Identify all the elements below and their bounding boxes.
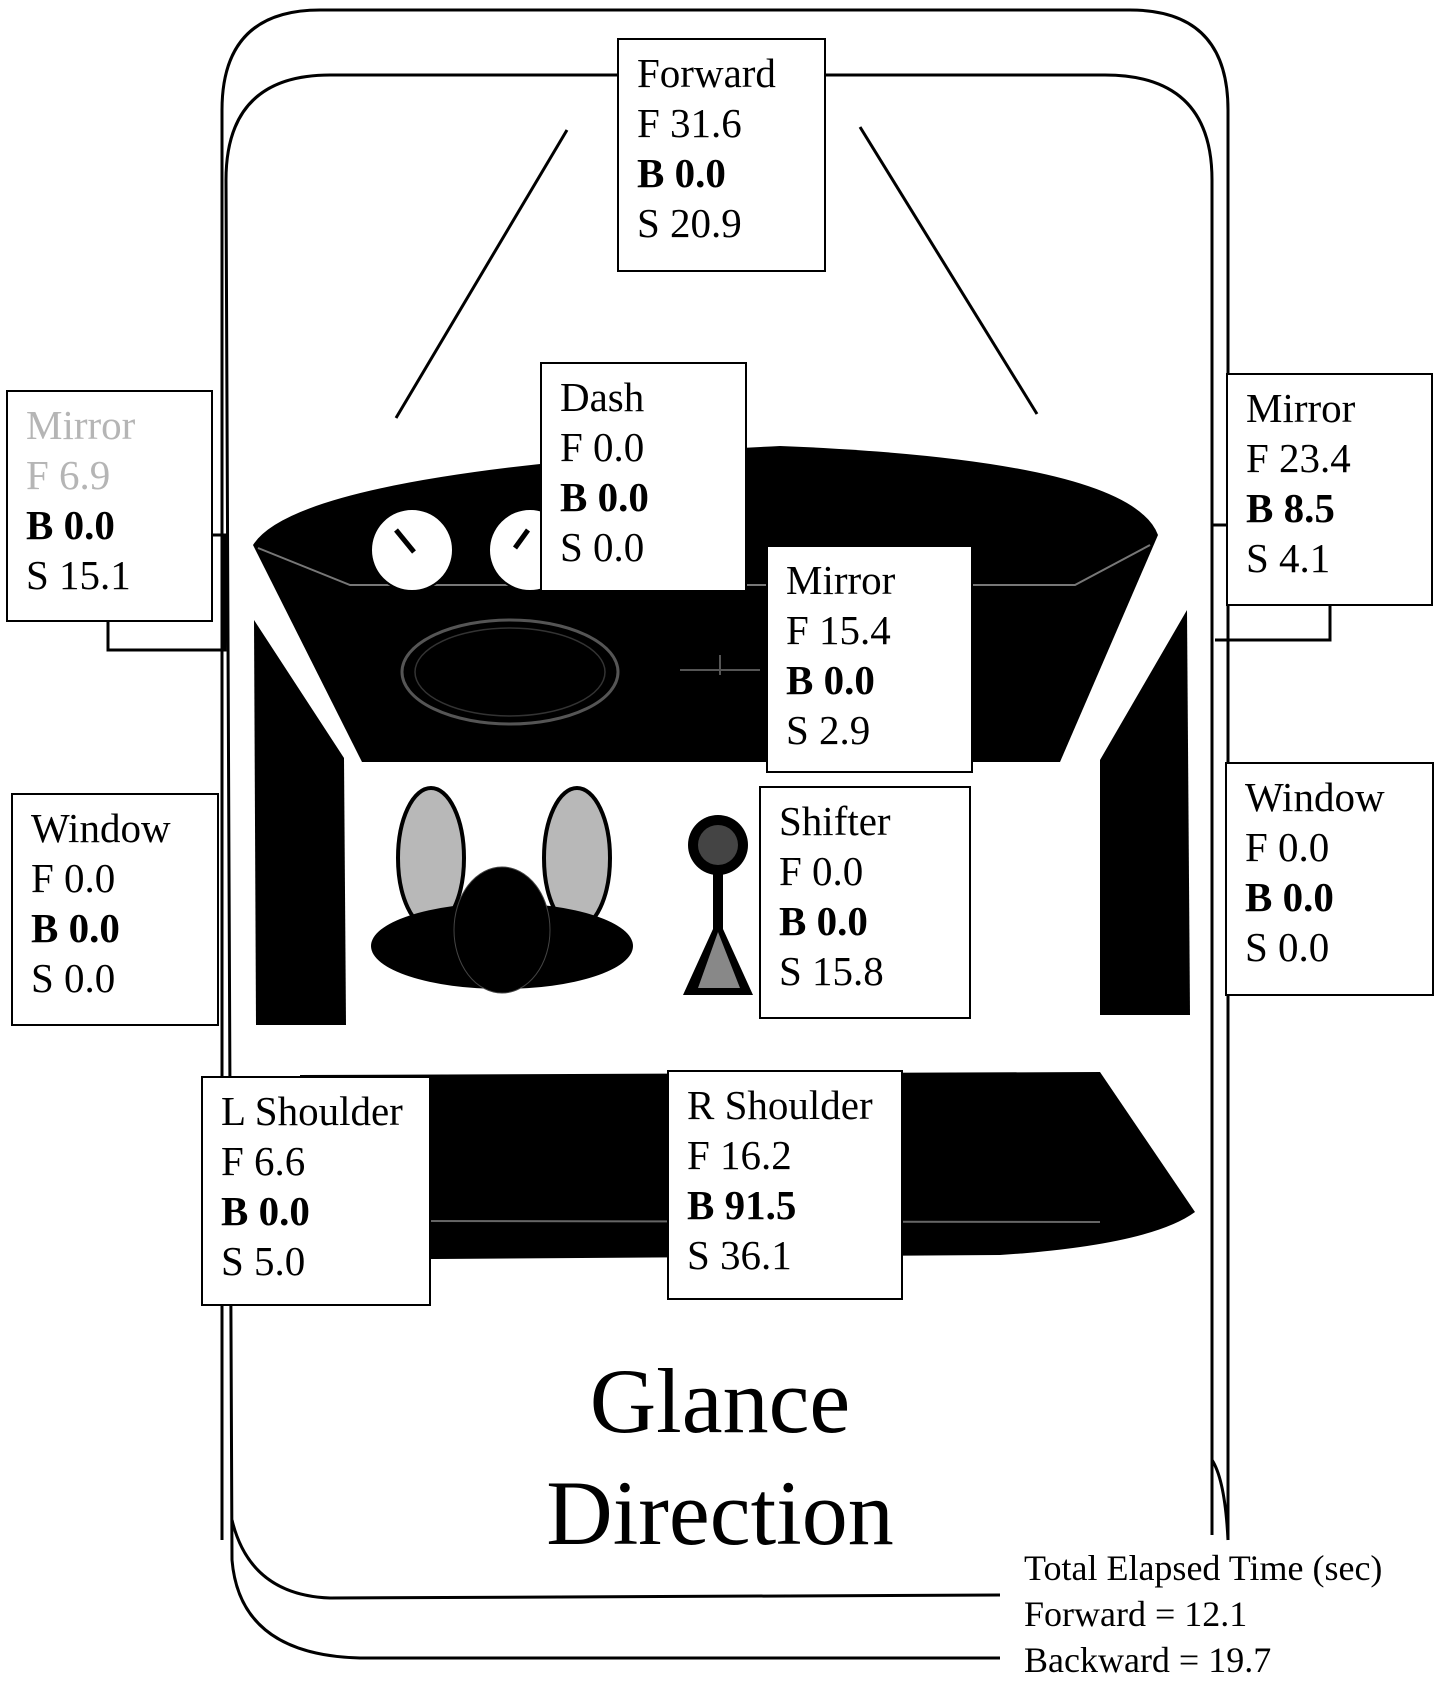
forward-glance-value: F 0.0 <box>1245 824 1330 870</box>
total-elapsed-time: Total Elapsed Time (sec) Forward = 12.1 … <box>1024 1545 1382 1683</box>
forward-glance-value: F 23.4 <box>1246 435 1351 481</box>
region-name: L Shoulder <box>221 1088 403 1134</box>
shifter-knob-highlight <box>698 825 738 865</box>
stationary-glance-value: S 36.1 <box>687 1232 792 1278</box>
forward-glance-value: F 6.6 <box>221 1138 306 1184</box>
car-body-right-tail <box>1210 1459 1230 1541</box>
stationary-glance-value: S 0.0 <box>31 955 116 1001</box>
radio-outline-inner <box>414 627 606 717</box>
backward-glance-value: B 0.0 <box>786 657 875 703</box>
right-windshield-pillar <box>858 126 1039 415</box>
totals-heading: Total Elapsed Time (sec) <box>1024 1548 1383 1588</box>
stationary-glance-value: S 15.1 <box>26 552 131 598</box>
region-name: Window <box>31 805 171 851</box>
forward-glance-value: F 0.0 <box>779 848 864 894</box>
forward-glance-value: F 6.9 <box>26 452 111 498</box>
backward-glance-value: B 0.0 <box>560 474 649 520</box>
title-line-1: Glance <box>589 1350 851 1452</box>
speedometer-needle <box>394 528 416 554</box>
tachometer-needle <box>512 528 531 550</box>
dash-region-label: Dash F 0.0 B 0.0 S 0.0 <box>540 362 747 592</box>
region-name: Forward <box>637 50 776 96</box>
backward-glance-value: B 0.0 <box>31 905 120 951</box>
backward-glance-value: B 0.0 <box>1245 874 1334 920</box>
totals-forward: Forward = 12.1 <box>1024 1594 1248 1634</box>
forward-glance-value: F 0.0 <box>560 424 645 470</box>
stationary-glance-value: S 20.9 <box>637 200 742 246</box>
right-door-panel <box>1100 610 1190 1015</box>
radio-outline <box>400 618 620 726</box>
shifter-region-label: Shifter F 0.0 B 0.0 S 15.8 <box>759 786 971 1019</box>
car-body-inner-outline <box>224 73 1214 1660</box>
left-windshield-pillar <box>394 129 569 419</box>
stationary-glance-value: S 15.8 <box>779 948 884 994</box>
backward-glance-value: B 0.0 <box>221 1188 310 1234</box>
left-mirror-bracket <box>106 533 227 652</box>
title-line-2: Direction <box>546 1462 894 1564</box>
forward-glance-value: F 16.2 <box>687 1132 792 1178</box>
forward-glance-value: F 0.0 <box>31 855 116 901</box>
stationary-glance-value: S 0.0 <box>560 524 645 570</box>
backward-glance-value: B 8.5 <box>1246 485 1335 531</box>
stationary-glance-value: S 2.9 <box>786 707 871 753</box>
right-mirror-region-label: Mirror F 23.4 B 8.5 S 4.1 <box>1226 373 1433 606</box>
totals-backward: Backward = 19.7 <box>1024 1640 1272 1680</box>
region-name: Dash <box>560 374 645 420</box>
backward-glance-value: B 0.0 <box>779 898 868 944</box>
forward-glance-value: F 15.4 <box>786 607 891 653</box>
stationary-glance-value: S 0.0 <box>1245 924 1330 970</box>
driver-head <box>453 866 551 994</box>
region-name: Mirror <box>786 557 896 603</box>
region-name: Mirror <box>1246 385 1356 431</box>
backward-glance-value: B 0.0 <box>637 150 726 196</box>
left-door-panel <box>254 620 346 1025</box>
region-name: Mirror <box>26 402 136 448</box>
dash-control-marks <box>680 655 760 675</box>
region-name: Window <box>1245 774 1385 820</box>
stationary-glance-value: S 5.0 <box>221 1238 306 1284</box>
forward-region-label: Forward F 31.6 B 0.0 S 20.9 <box>617 38 826 272</box>
car-body-outline <box>220 8 1230 1540</box>
stationary-glance-value: S 4.1 <box>1246 535 1331 581</box>
forward-glance-value: F 31.6 <box>637 100 742 146</box>
right-shoulder-region-label: R Shoulder F 16.2 B 91.5 S 36.1 <box>667 1070 903 1300</box>
backward-glance-value: B 91.5 <box>687 1182 797 1228</box>
center-mirror-region-label: Mirror F 15.4 B 0.0 S 2.9 <box>766 545 973 773</box>
shifter-base-fill <box>698 932 740 988</box>
left-mirror-region-label: Mirror F 6.9 B 0.0 S 15.1 <box>6 390 213 622</box>
region-name: R Shoulder <box>687 1082 873 1128</box>
left-shoulder-region-label: L Shoulder F 6.6 B 0.0 S 5.0 <box>201 1076 431 1306</box>
diagram-title: Glance Direction <box>470 1345 970 1569</box>
backward-glance-value: B 0.0 <box>26 502 115 548</box>
region-name: Shifter <box>779 798 891 844</box>
right-window-region-label: Window F 0.0 B 0.0 S 0.0 <box>1225 762 1434 996</box>
left-window-region-label: Window F 0.0 B 0.0 S 0.0 <box>11 793 219 1026</box>
car-body-lower-outline <box>230 1519 1001 1600</box>
